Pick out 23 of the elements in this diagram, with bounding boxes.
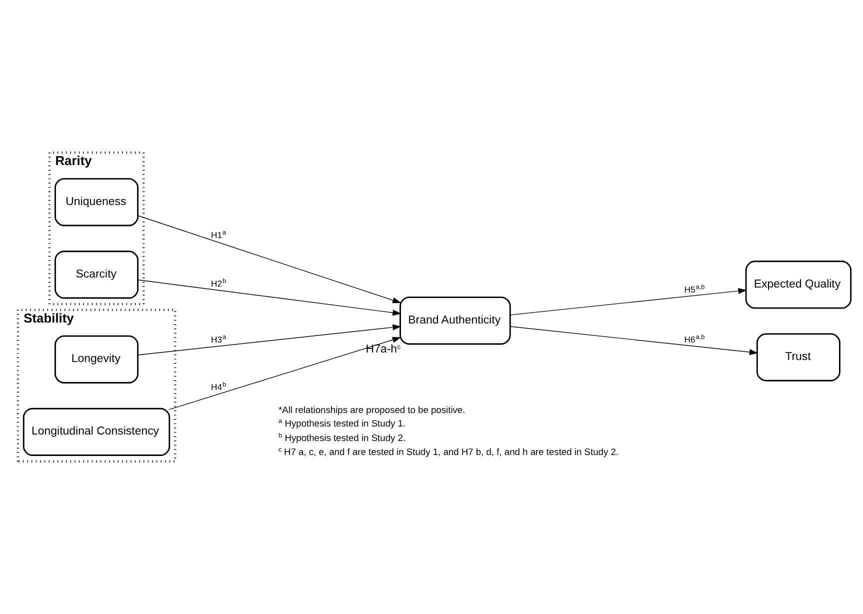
- node-label: H7a-h$^{c}$: [366, 343, 401, 356]
- arrow: [510, 326, 758, 356]
- edge-label: H5$^{a,b}$: [684, 284, 705, 294]
- label: $^{b}$ Hypothesis tested in Study 2.: [278, 432, 406, 443]
- label: $^{c}$ H7 a, c, e, and f are tested in Study 1, and H7 b, d, f, and h are tested in Study 2.: [278, 446, 618, 458]
- node-box: Trust: [756, 333, 840, 382]
- node-box: Scarcity: [54, 250, 139, 299]
- node-box: Brand Authenticity: [400, 296, 511, 345]
- node-box: Longevity: [54, 335, 139, 384]
- node-box: Longitudinal Consistency: [22, 408, 170, 456]
- arrow: [138, 324, 402, 356]
- edge-label: H6$^{a,b}$: [684, 334, 705, 345]
- edge-label: H3$^{a}$: [211, 334, 226, 345]
- edge-label: H1$^{a}$: [211, 229, 226, 240]
- edge-label: H4$^{b}$: [211, 382, 226, 392]
- arrow: [510, 288, 747, 316]
- edge-label: H2$^{b}$: [211, 278, 226, 289]
- node-box: Uniqueness: [54, 178, 139, 226]
- arrow: [169, 336, 402, 410]
- label: *All relationships are proposed to be positive.: [278, 404, 466, 415]
- arrow: [138, 215, 402, 304]
- node-box: Expected Quality: [745, 260, 852, 309]
- label: $^{a}$ Hypothesis tested in Study 1.: [278, 418, 406, 428]
